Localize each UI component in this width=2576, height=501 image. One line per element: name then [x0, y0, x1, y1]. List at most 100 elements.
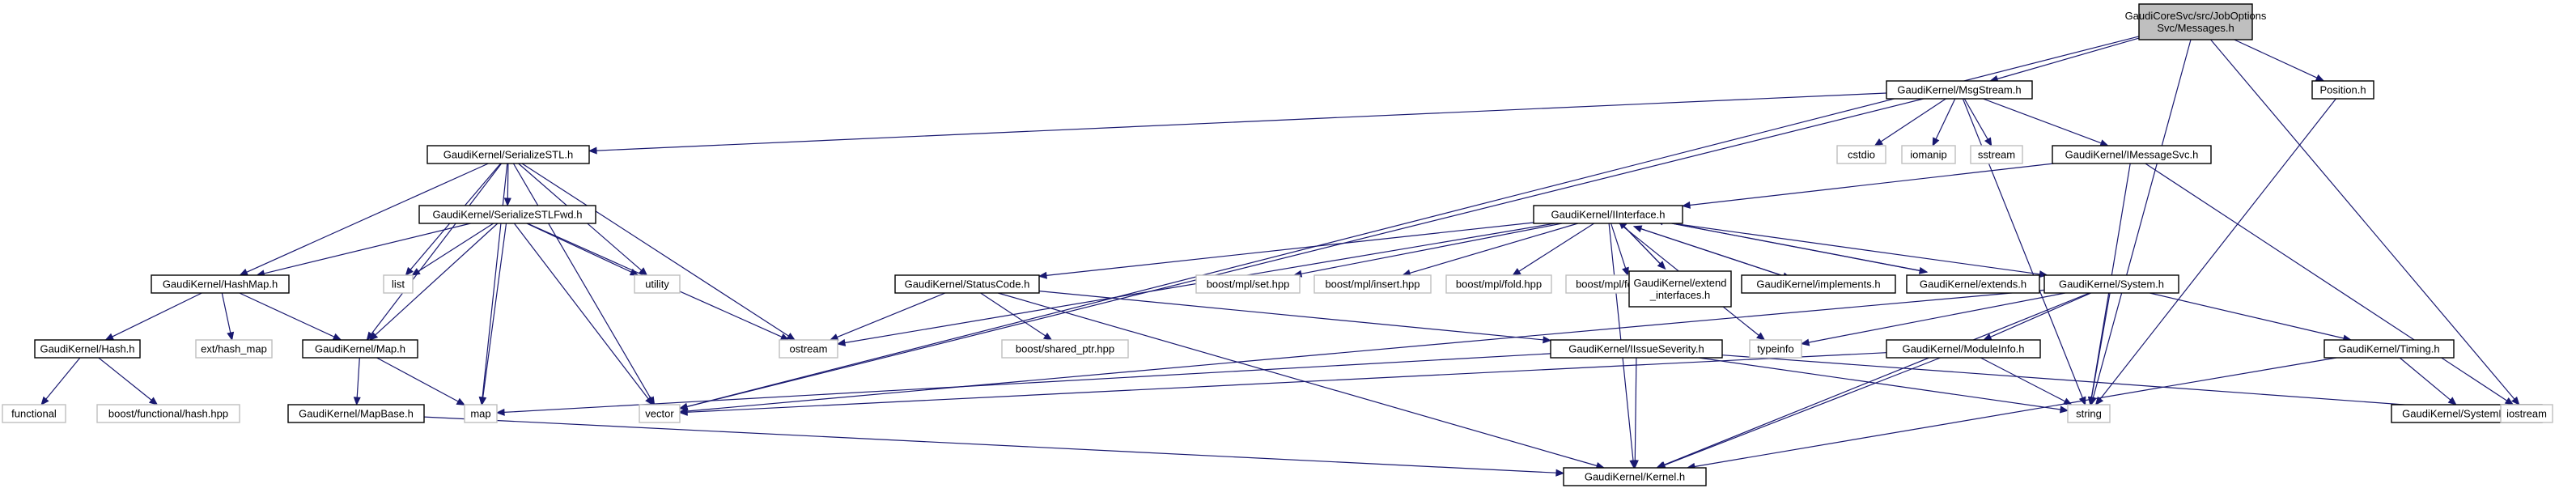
edge-implements-to-iinterface: [1632, 225, 1791, 279]
edge-timing-to-kernel: [1686, 357, 2337, 470]
node-serializestl[interactable]: GaudiKernel/SerializeSTL.h: [427, 145, 590, 164]
edge-serializestl-to-map: [478, 163, 508, 406]
node-box: [287, 404, 425, 423]
node-box: [1550, 339, 1723, 359]
edge-arrowhead: [148, 397, 159, 405]
edge-arrowhead: [1984, 137, 1992, 147]
edge-statuscode-to-kernel: [997, 292, 1606, 469]
edge-arrowhead: [2511, 396, 2520, 405]
edge-arrowhead: [2060, 405, 2069, 414]
node-box: [1836, 145, 1886, 164]
edge-line: [418, 223, 494, 272]
node-cstdio: cstdio: [1836, 145, 1886, 164]
edge-issueseverity-to-map: [495, 353, 1551, 416]
node-label: GaudiKernel/IIssueSeverity.h: [1568, 343, 1704, 355]
node-label: vector: [645, 408, 674, 420]
node-mapg[interactable]: GaudiKernel/Map.h: [302, 339, 418, 359]
node-box: [34, 339, 141, 359]
node-box: [1313, 274, 1432, 294]
edge-arrowhead: [104, 333, 115, 341]
edge-arrowhead: [678, 408, 688, 416]
edge-line: [686, 289, 2045, 412]
node-ostream: ostream: [779, 339, 838, 359]
edge-arrowhead: [1631, 460, 1639, 469]
node-label: Svc/Messages.h: [2157, 22, 2234, 34]
edge-line: [1623, 226, 1666, 270]
edge-line: [2145, 163, 2508, 401]
edge-hashmap-to-hash: [104, 292, 202, 341]
edge-line: [1672, 223, 2040, 275]
node-iinterface[interactable]: GaudiKernel/IInterface.h: [1533, 205, 1683, 224]
edge-line: [1409, 223, 1578, 274]
node-mapbase[interactable]: GaudiKernel/MapBase.h: [287, 404, 425, 423]
edge-line: [239, 292, 335, 338]
node-box: [2, 404, 66, 423]
node-system[interactable]: GaudiKernel/System.h: [2043, 274, 2179, 294]
node-label: GaudiKernel/Hash.h: [40, 343, 134, 355]
node-box: [1749, 339, 1802, 359]
node-box: [2323, 339, 2455, 359]
node-typeinfo: typeinfo: [1749, 339, 1802, 359]
edge-position-to-string: [2094, 98, 2336, 406]
node-hashmap[interactable]: GaudiKernel/HashMap.h: [151, 274, 290, 294]
node-mplinsert: boost/mpl/insert.hpp: [1313, 274, 1432, 294]
edge-line: [1663, 292, 2090, 466]
node-implements[interactable]: GaudiKernel/implements.h: [1741, 274, 1896, 294]
node-label: GaudiKernel/extend: [1634, 277, 1727, 289]
node-serializestlfwd[interactable]: GaudiKernel/SerializeSTLFwd.h: [418, 205, 596, 224]
node-box: [302, 339, 418, 359]
node-box: [2311, 80, 2374, 100]
edge-arrowhead: [1632, 225, 1643, 233]
edge-line: [2090, 292, 2111, 398]
node-position[interactable]: Position.h: [2311, 80, 2374, 100]
node-label: utility: [645, 278, 669, 291]
edge-serializestlfwd-to-hashmap: [256, 223, 471, 278]
edge-msgstream-to-string: [1962, 98, 2086, 406]
node-issueseverity[interactable]: GaudiKernel/IIssueSeverity.h: [1550, 339, 1723, 359]
node-statuscode[interactable]: GaudiKernel/StatusCode.h: [894, 274, 1040, 294]
node-functional: functional: [2, 404, 66, 423]
node-timing[interactable]: GaudiKernel/Timing.h: [2323, 339, 2455, 359]
edge-arrowhead: [503, 197, 511, 207]
node-label: boost/mpl/set.hpp: [1207, 278, 1290, 291]
node-label: GaudiKernel/SerializeSTL.h: [443, 149, 573, 161]
edge-serializestlfwd-to-map: [479, 223, 507, 406]
node-label: GaudiKernel/HashMap.h: [163, 278, 278, 291]
edge-serializestl-to-serializestlfwd: [503, 163, 511, 207]
node-msgstream[interactable]: GaudiKernel/MsgStream.h: [1886, 80, 2033, 100]
node-label: GaudiKernel/MsgStream.h: [1897, 84, 2021, 96]
edge-arrowhead: [2094, 396, 2104, 406]
edge-moduleinfo-to-vector: [678, 352, 1887, 416]
node-label: iomanip: [1910, 149, 1947, 161]
edge-line: [45, 357, 81, 400]
edge-arrowhead: [829, 333, 839, 341]
edge-line: [1518, 223, 1595, 272]
node-box: [418, 205, 596, 224]
node-imessagesvc[interactable]: GaudiKernel/IMessageSvc.h: [2052, 145, 2212, 164]
edge-hash-to-boosthash: [98, 357, 159, 405]
node-hash[interactable]: GaudiKernel/Hash.h: [34, 339, 141, 359]
edge-arrowhead: [332, 333, 342, 341]
edge-msgstream-to-imessagesvc: [1983, 98, 2109, 146]
node-root[interactable]: GaudiCoreSvc/src/JobOptionsSvc/Messages.…: [2125, 3, 2267, 40]
node-label: ext/hash_map: [201, 343, 267, 355]
node-box: [1970, 145, 2023, 164]
node-box: [2043, 274, 2179, 294]
edge-line: [371, 163, 503, 335]
node-box: [1906, 274, 2040, 294]
node-moduleinfo[interactable]: GaudiKernel/ModuleInfo.h: [1886, 339, 2041, 359]
node-kernel[interactable]: GaudiKernel/Kernel.h: [1563, 467, 1707, 486]
node-label: sstream: [1978, 149, 2015, 161]
node-extendif[interactable]: GaudiKernel/extend_interfaces.h: [1628, 270, 1732, 308]
edge-root-to-position: [2234, 39, 2325, 82]
node-extends[interactable]: GaudiKernel/extends.h: [1906, 274, 2040, 294]
node-sharedptr: boost/shared_ptr.hpp: [1001, 339, 1129, 359]
edge-line: [1980, 357, 2065, 402]
node-label: GaudiKernel/implements.h: [1756, 278, 1880, 291]
edge-iinterface-to-statuscode: [1038, 222, 1534, 279]
edge-line: [1611, 223, 1627, 269]
edge-line: [1935, 98, 1956, 140]
node-box: [1741, 274, 1896, 294]
edge-line: [1046, 222, 1534, 276]
edge-line: [1689, 163, 2054, 206]
